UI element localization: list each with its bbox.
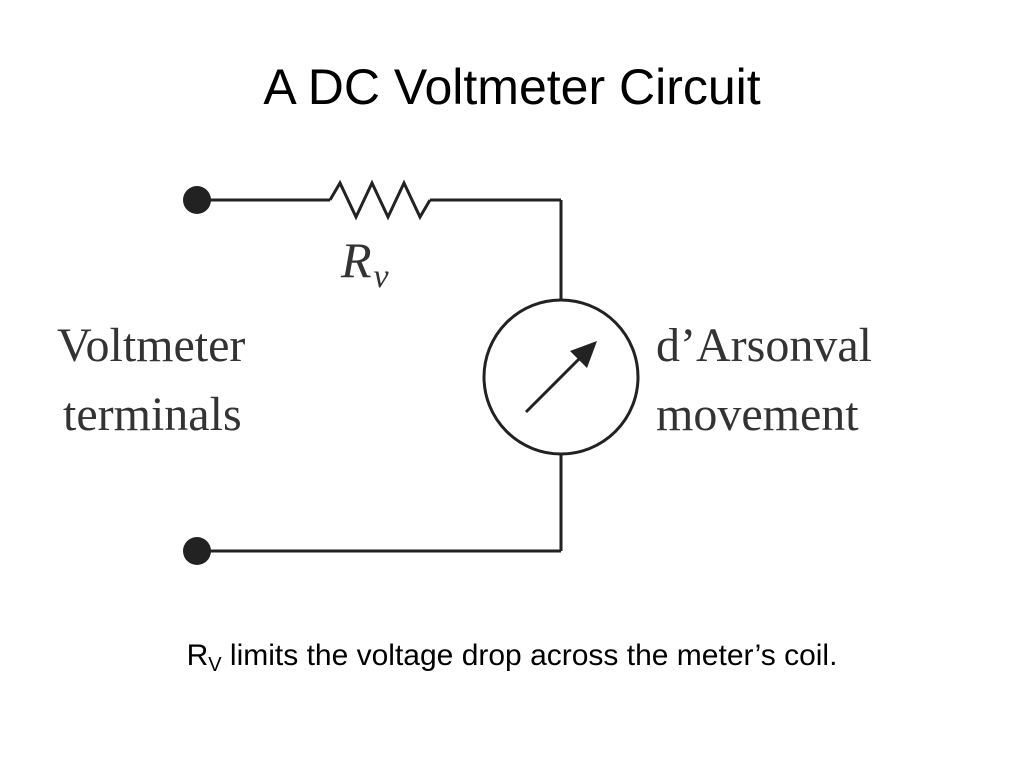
- resistor-label: Rv: [340, 232, 390, 295]
- resistor-symbol: R: [340, 232, 372, 288]
- right-label-line2: movement: [656, 388, 859, 441]
- left-label-line2: terminals: [63, 388, 242, 441]
- slide-title: A DC Voltmeter Circuit: [263, 59, 761, 115]
- caption-symbol: R: [186, 639, 209, 672]
- caption-text: limits the voltage drop across the meter…: [221, 639, 838, 672]
- bottom-terminal: [183, 537, 211, 565]
- caption: RV limits the voltage drop across the me…: [0, 638, 1024, 676]
- meter-needle-arrowhead: [570, 341, 597, 368]
- left-label-line1: Voltmeter: [57, 319, 245, 372]
- resistor-subscript: v: [374, 258, 390, 295]
- caption-subscript: V: [208, 654, 222, 676]
- resistor-rv: [328, 179, 432, 221]
- meter-needle: [524, 352, 586, 414]
- right-label-line1: d’Arsonval: [656, 319, 872, 372]
